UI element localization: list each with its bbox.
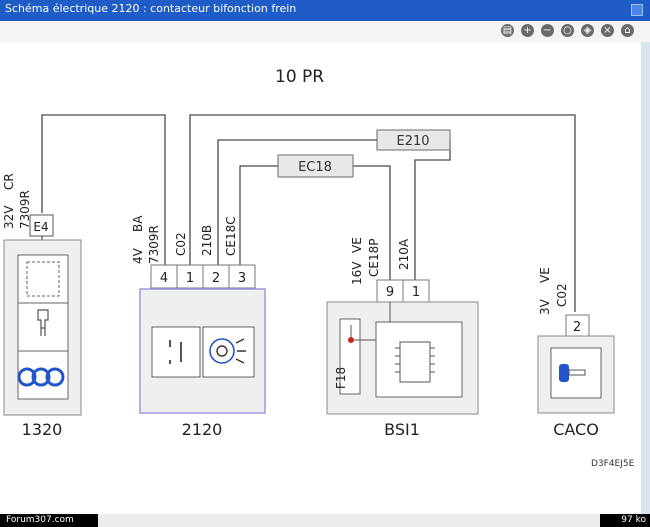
title-bar: Schéma électrique 2120 : contacteur bifo… <box>0 0 650 21</box>
wire-bsi-color: VE <box>350 237 364 253</box>
component-2120-name: 2120 <box>182 420 223 439</box>
pin-bsi-9: 9 <box>386 285 394 300</box>
component-1320-name: 1320 <box>22 420 63 439</box>
wire-labels-1320: 32V CR 7309R <box>2 173 32 229</box>
status-left: Forum307.com <box>0 514 98 527</box>
wire-1320-color: CR <box>2 173 16 190</box>
fit-icon[interactable]: ◈ <box>581 24 594 37</box>
wire-caco-color: VE <box>538 267 552 283</box>
wire-2120-c02: C02 <box>174 232 188 256</box>
connector-ec18 <box>277 154 354 178</box>
wire-2120-210b: 210B <box>200 225 214 256</box>
chip-inner-icon <box>26 261 60 297</box>
zoom-out-icon[interactable]: − <box>541 24 554 37</box>
wire-labels-caco: 3V VE C02 <box>538 267 569 315</box>
coil-box <box>17 350 69 400</box>
component-bsi1: 9 1 F18 <box>326 279 479 415</box>
pin-bsi-1: 1 <box>412 285 420 300</box>
switch-box <box>151 326 201 378</box>
ecu-box <box>375 321 463 398</box>
fuse-dot-icon <box>348 337 354 343</box>
wire-2120-ref: 7309R <box>147 225 161 264</box>
wire-2120-color: BA <box>131 215 145 232</box>
home-icon[interactable]: ⌂ <box>621 24 634 37</box>
connector-e210 <box>376 129 451 151</box>
brake-light-box <box>202 326 255 378</box>
wires <box>41 114 576 312</box>
zoom-in-icon[interactable]: + <box>521 24 534 37</box>
component-bsi1-name: BSI1 <box>384 420 420 439</box>
wire-2120-ce18c: CE18C <box>224 216 238 256</box>
toolbar: ▤ + − ○ ◈ × ⌂ <box>0 21 650 42</box>
wiring-diagram: 10 PR E210 EC18 32V CR 7309R 4V BA 7309R… <box>2 67 635 469</box>
status-right: 97 ko <box>600 514 650 527</box>
pin-2120-4: 4 <box>160 271 168 286</box>
diagram-reference: D3F4EJ5E <box>591 459 635 469</box>
status-bar: Forum307.com 97 ko <box>0 514 650 527</box>
wire-caco-code: 3V <box>538 298 552 315</box>
vertical-scrollbar[interactable] <box>641 42 650 514</box>
injector-icon <box>17 302 69 352</box>
window-title: Schéma électrique 2120 : contacteur bifo… <box>5 2 297 15</box>
close-icon[interactable]: × <box>601 24 614 37</box>
component-caco-name: CACO <box>553 420 599 439</box>
connector-ec18-label: EC18 <box>298 160 332 175</box>
pin-e4-label: E4 <box>33 220 48 234</box>
brake-light-icon <box>209 338 246 364</box>
diagram-canvas: 10 PR E210 EC18 32V CR 7309R 4V BA 7309R… <box>0 42 641 514</box>
ecu-chip-icon <box>399 341 431 383</box>
component-1320: E4 <box>3 214 82 416</box>
pin-2120-2: 2 <box>212 271 220 286</box>
window-control-icon[interactable] <box>631 4 643 16</box>
wire-2120-code: 4V <box>131 247 145 264</box>
wire-bsi-ref: CE18P <box>367 239 381 277</box>
print-icon[interactable]: ▤ <box>501 24 514 37</box>
pin-caco-2: 2 <box>573 320 581 335</box>
wire-caco-ref: C02 <box>555 283 569 307</box>
switch-icon <box>169 340 182 364</box>
wire-labels-2120: 4V BA 7309R C02 210B CE18C <box>131 215 238 264</box>
diagram-heading: 10 PR <box>275 67 324 87</box>
wire-1320-code: 32V <box>2 205 16 229</box>
component-caco: 2 <box>537 314 615 414</box>
coil-icon <box>17 367 65 387</box>
fuse-label: F18 <box>334 367 348 389</box>
wire-bsi-code: 16V <box>350 261 364 285</box>
fuse-box <box>339 318 361 395</box>
wire-1320-ref: 7309R <box>18 190 32 229</box>
wire-labels-bsi: 16V VE CE18P 210A <box>350 237 411 285</box>
key-icon <box>559 364 586 382</box>
pin-e4-box <box>29 214 54 237</box>
wire-bsi-210a: 210A <box>397 238 411 270</box>
component-2120: 4 1 2 3 <box>139 264 266 414</box>
pin-2120-1: 1 <box>186 271 194 286</box>
connector-e210-label: E210 <box>396 134 429 149</box>
pin-2120-3: 3 <box>238 271 246 286</box>
search-icon[interactable]: ○ <box>561 24 574 37</box>
